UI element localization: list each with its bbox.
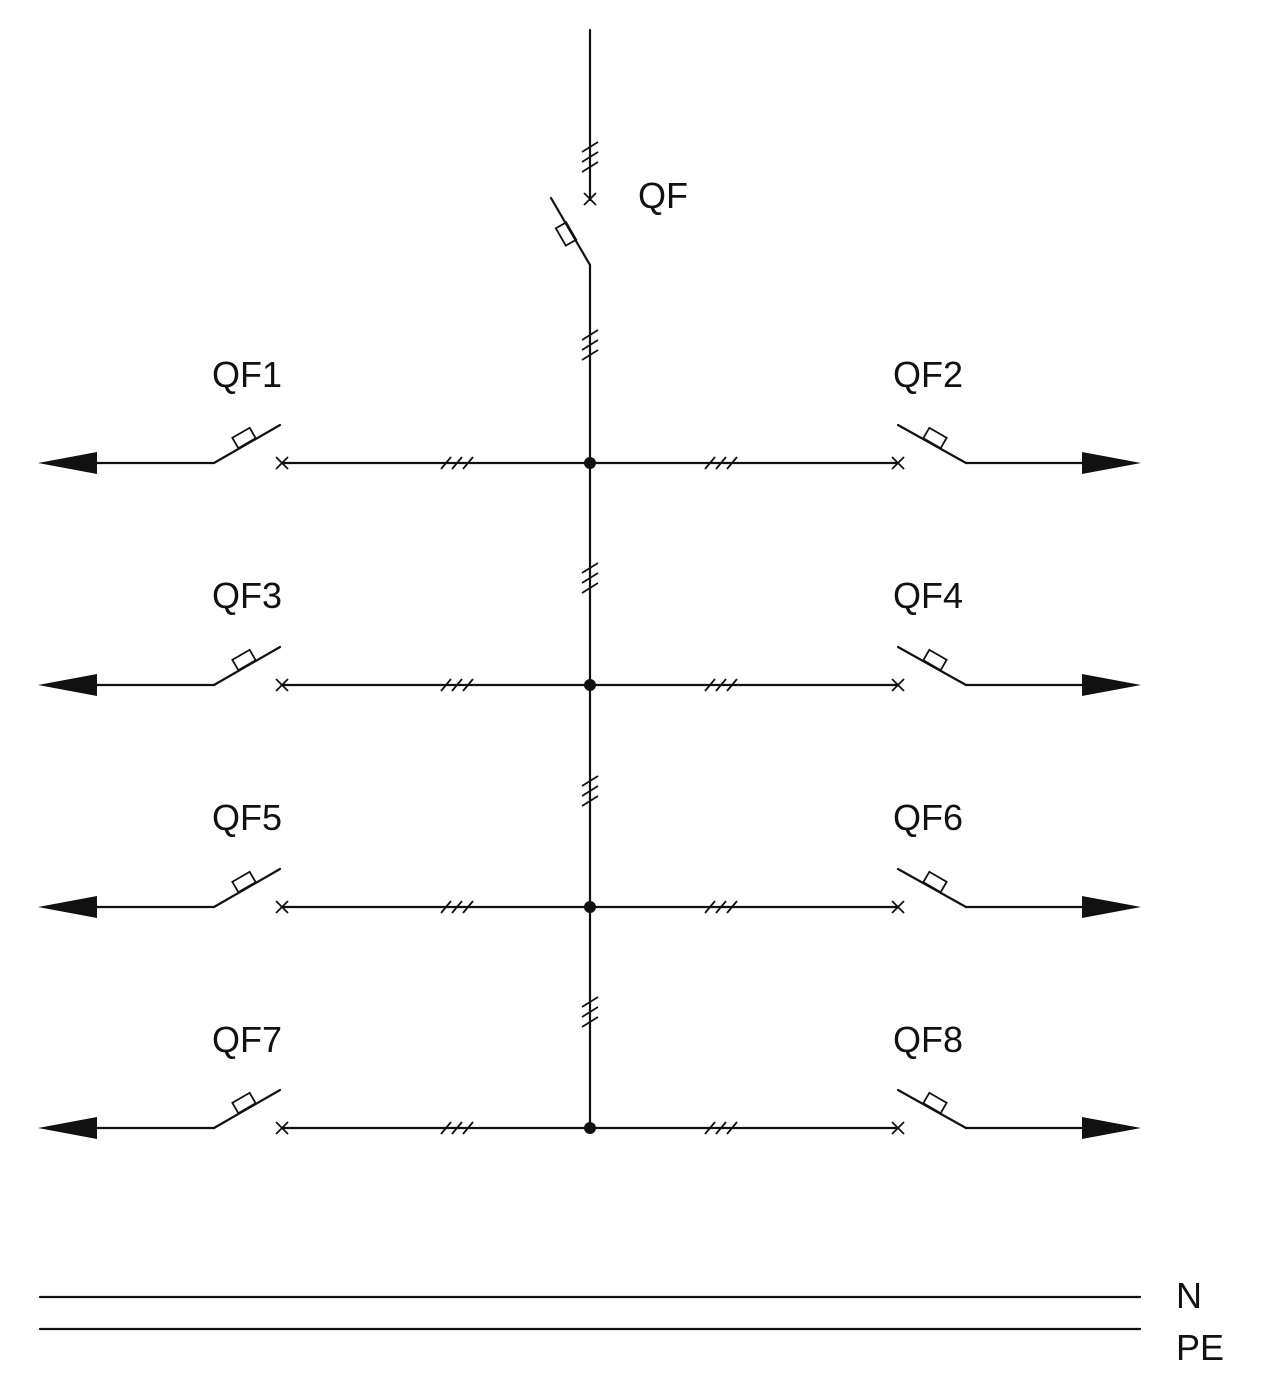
release-box [231,648,257,672]
feeder-qf2: QF2 [588,354,1141,474]
three-phase-marker [581,562,599,594]
contact-cross [275,900,289,914]
contact-cross [583,192,597,206]
three-phase-marker [704,678,738,692]
feeder-label: QF2 [893,354,963,395]
three-phase-marker [581,141,599,173]
outgoing-arrow [1082,452,1141,474]
release-box [231,870,257,894]
three-phase-marker [704,900,738,914]
feeder-label: QF7 [212,1019,282,1060]
three-phase-marker [704,1121,738,1135]
release-box [922,1091,948,1115]
feeder-qf3: QF3 [38,575,592,696]
three-phase-marker [581,775,599,807]
main-breaker-label: QF [638,175,688,216]
outgoing-arrow [1082,1117,1141,1139]
release-box [231,1091,257,1115]
three-phase-marker [440,1121,474,1135]
release-box [922,648,948,672]
three-phase-marker [440,678,474,692]
three-phase-marker [440,456,474,470]
release-box [554,221,578,247]
outgoing-arrow [38,674,97,696]
three-phase-marker [581,996,599,1028]
release-box [922,870,948,894]
junction-node [584,679,596,691]
feeder-label: QF4 [893,575,963,616]
neutral-conductor: N [38,1275,1202,1316]
junction-node [584,901,596,913]
release-box [231,426,257,450]
three-phase-marker [440,900,474,914]
outgoing-arrow [38,452,97,474]
feeder-row-4: QF7 QF8 [38,1019,1141,1139]
junction-node [584,1122,596,1134]
contact-cross [891,1121,905,1135]
outgoing-arrow [1082,896,1141,918]
feeder-label: QF6 [893,797,963,838]
protective-earth-conductor: PE [38,1327,1224,1368]
junction-node [584,457,596,469]
feeder-row-3: QF5 QF6 [38,797,1141,918]
release-box [922,426,948,450]
contact-cross [891,900,905,914]
contact-cross [891,456,905,470]
outgoing-arrow [1082,674,1141,696]
contact-cross [275,678,289,692]
outgoing-arrow [38,1117,97,1139]
contact-cross [275,456,289,470]
feeder-label: QF8 [893,1019,963,1060]
feeder-qf1: QF1 [38,354,592,474]
main-breaker: QF [549,141,688,267]
three-phase-marker [704,456,738,470]
feeder-label: QF1 [212,354,282,395]
three-phase-marker [581,329,599,361]
busbar-three-phase-markers [581,329,599,1028]
contact-cross [275,1121,289,1135]
feeder-label: QF5 [212,797,282,838]
feeder-qf4: QF4 [588,575,1141,696]
feeder-qf6: QF6 [588,797,1141,918]
feeder-label: QF3 [212,575,282,616]
neutral-label: N [1176,1275,1202,1316]
feeder-row-1: QF1 QF2 [38,354,1141,474]
feeder-row-2: QF3 QF4 [38,575,1141,696]
protective-earth-label: PE [1176,1327,1224,1368]
outgoing-arrow [38,896,97,918]
contact-cross [891,678,905,692]
feeder-qf8: QF8 [588,1019,1141,1139]
feeder-qf5: QF5 [38,797,592,918]
feeder-qf7: QF7 [38,1019,592,1139]
